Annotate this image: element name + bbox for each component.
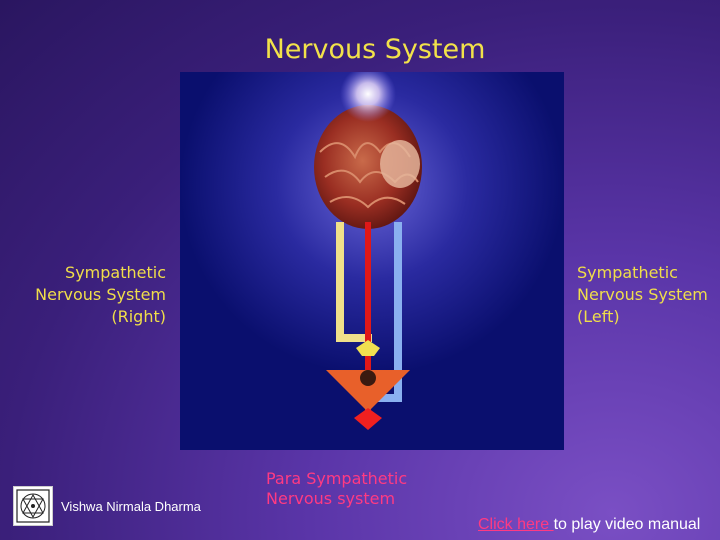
organization-name: Vishwa Nirmala Dharma: [61, 499, 201, 514]
nervous-system-illustration: [180, 72, 564, 450]
click-here-link[interactable]: Click here: [478, 516, 554, 533]
sympathetic-right-line-1: Sympathetic: [65, 263, 166, 282]
video-manual-line: Click here to play video manual: [478, 516, 720, 534]
sympathetic-right-line-3: (Right): [111, 307, 166, 326]
sympathetic-left-label: Sympathetic Nervous System (Left): [577, 262, 720, 328]
slide-title: Nervous System: [264, 34, 486, 65]
sympathetic-left-line-3: (Left): [577, 307, 620, 326]
para-sympathetic-label: Para Sympathetic Nervous system: [266, 469, 466, 509]
sympathetic-left-line-1: Sympathetic: [577, 263, 678, 282]
sympathetic-left-line-2: Nervous System: [577, 285, 708, 304]
sri-yantra-logo-icon: [13, 486, 53, 526]
para-sympathetic-line-2: Nervous system: [266, 489, 396, 508]
sympathetic-right-label: Sympathetic Nervous System (Right): [10, 262, 166, 328]
nervous-system-graphic: [180, 72, 564, 450]
para-sympathetic-line-1: Para Sympathetic: [266, 469, 408, 488]
video-manual-text: to play video manual: [553, 516, 701, 533]
sympathetic-right-line-2: Nervous System: [35, 285, 166, 304]
